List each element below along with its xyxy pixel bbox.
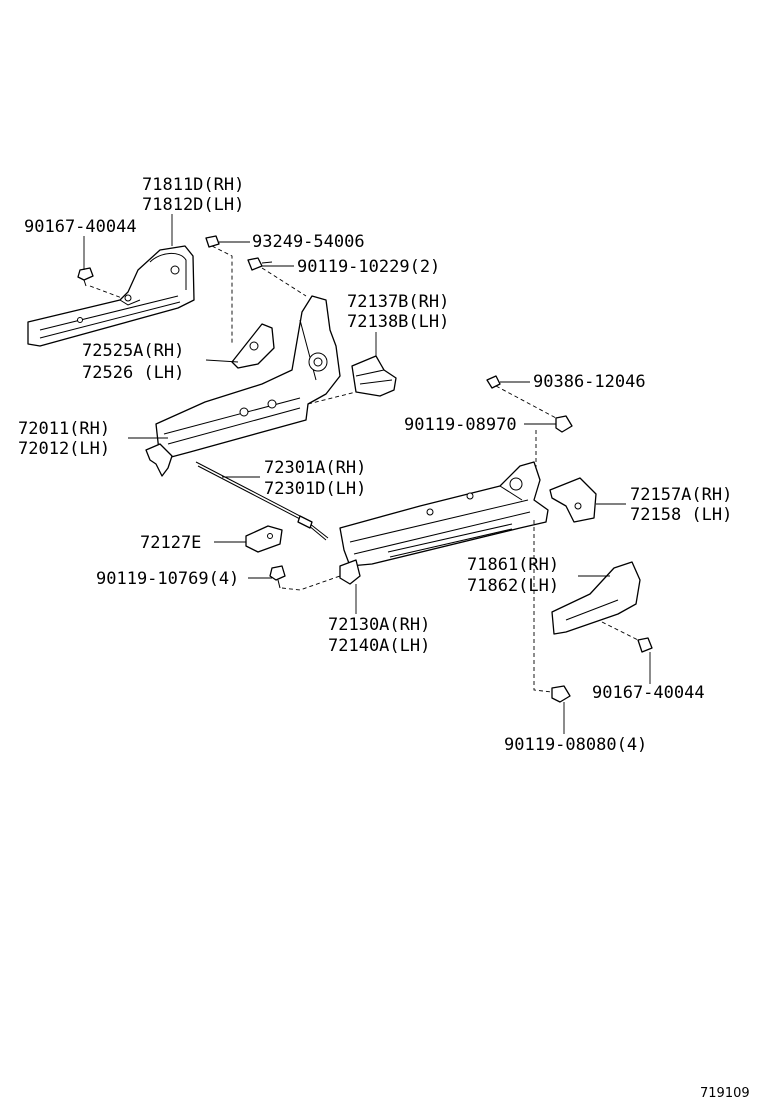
bracket-72157a (549, 477, 597, 523)
label-71862: 71862(LH) (467, 576, 559, 596)
dashed-line-recliner-bolt (261, 267, 307, 297)
seat-adjuster-left (145, 295, 341, 477)
bolt-90119-08970 (555, 415, 573, 433)
label-72301d: 72301D(LH) (264, 479, 366, 499)
label-72138b: 72138B(LH) (347, 312, 449, 332)
dashed-line-top-bolt (89, 285, 123, 299)
dashed-line-72137b (307, 391, 357, 405)
dashed-line-right-vertical (533, 430, 553, 693)
label-72157a: 72157A(RH) (630, 485, 732, 505)
figure-number: 719109 (700, 1086, 750, 1101)
label-72525a: 72525A(RH) (82, 341, 184, 361)
nut-90386 (486, 375, 501, 389)
label-90119-10229: 90119-10229(2) (297, 257, 440, 277)
label-72140a: 72140A(LH) (328, 636, 430, 656)
bolt-90167-top (77, 267, 94, 287)
bolt-90119-10769 (269, 565, 286, 589)
label-90167-bottom: 90167-40044 (592, 683, 705, 703)
label-72158: 72158 (LH) (630, 505, 732, 525)
cover-71861 (551, 561, 641, 635)
dashed-line-clip (211, 245, 233, 344)
seat-track-cover-left (27, 245, 195, 347)
dashed-line-bottom-bolt (281, 575, 341, 591)
label-90119-08080: 90119-08080(4) (504, 735, 647, 755)
label-90167-top: 90167-40044 (24, 217, 137, 237)
clip-93249 (205, 235, 220, 248)
label-72526: 72526 (LH) (82, 363, 184, 383)
cover-72525a (231, 323, 275, 369)
label-72301a: 72301A(RH) (264, 458, 366, 478)
cover-72127e (245, 525, 283, 553)
cover-72137b (351, 355, 397, 397)
bolt-90119-08080 (551, 685, 571, 703)
dashed-line-nut (495, 385, 557, 419)
label-71861: 71861(RH) (467, 555, 559, 575)
label-72012: 72012(LH) (18, 439, 110, 459)
seat-adjuster-right (339, 461, 549, 585)
leader-72525a (205, 359, 239, 363)
label-72130a: 72130A(RH) (328, 615, 430, 635)
dashed-line-71861 (601, 621, 639, 641)
label-72127e: 72127E (140, 533, 201, 553)
label-90386: 90386-12046 (533, 372, 646, 392)
label-72011: 72011(RH) (18, 419, 110, 439)
label-72137b: 72137B(RH) (347, 292, 449, 312)
label-90119-08970: 90119-08970 (404, 415, 517, 435)
label-93249: 93249-54006 (252, 232, 365, 252)
bolt-90119-10229 (247, 257, 273, 271)
bolt-90167-bottom (637, 637, 653, 653)
cable-72301a (195, 461, 329, 541)
label-90119-10769: 90119-10769(4) (96, 569, 239, 589)
label-71812d: 71812D(LH) (142, 195, 244, 215)
label-71811d: 71811D(RH) (142, 175, 244, 195)
